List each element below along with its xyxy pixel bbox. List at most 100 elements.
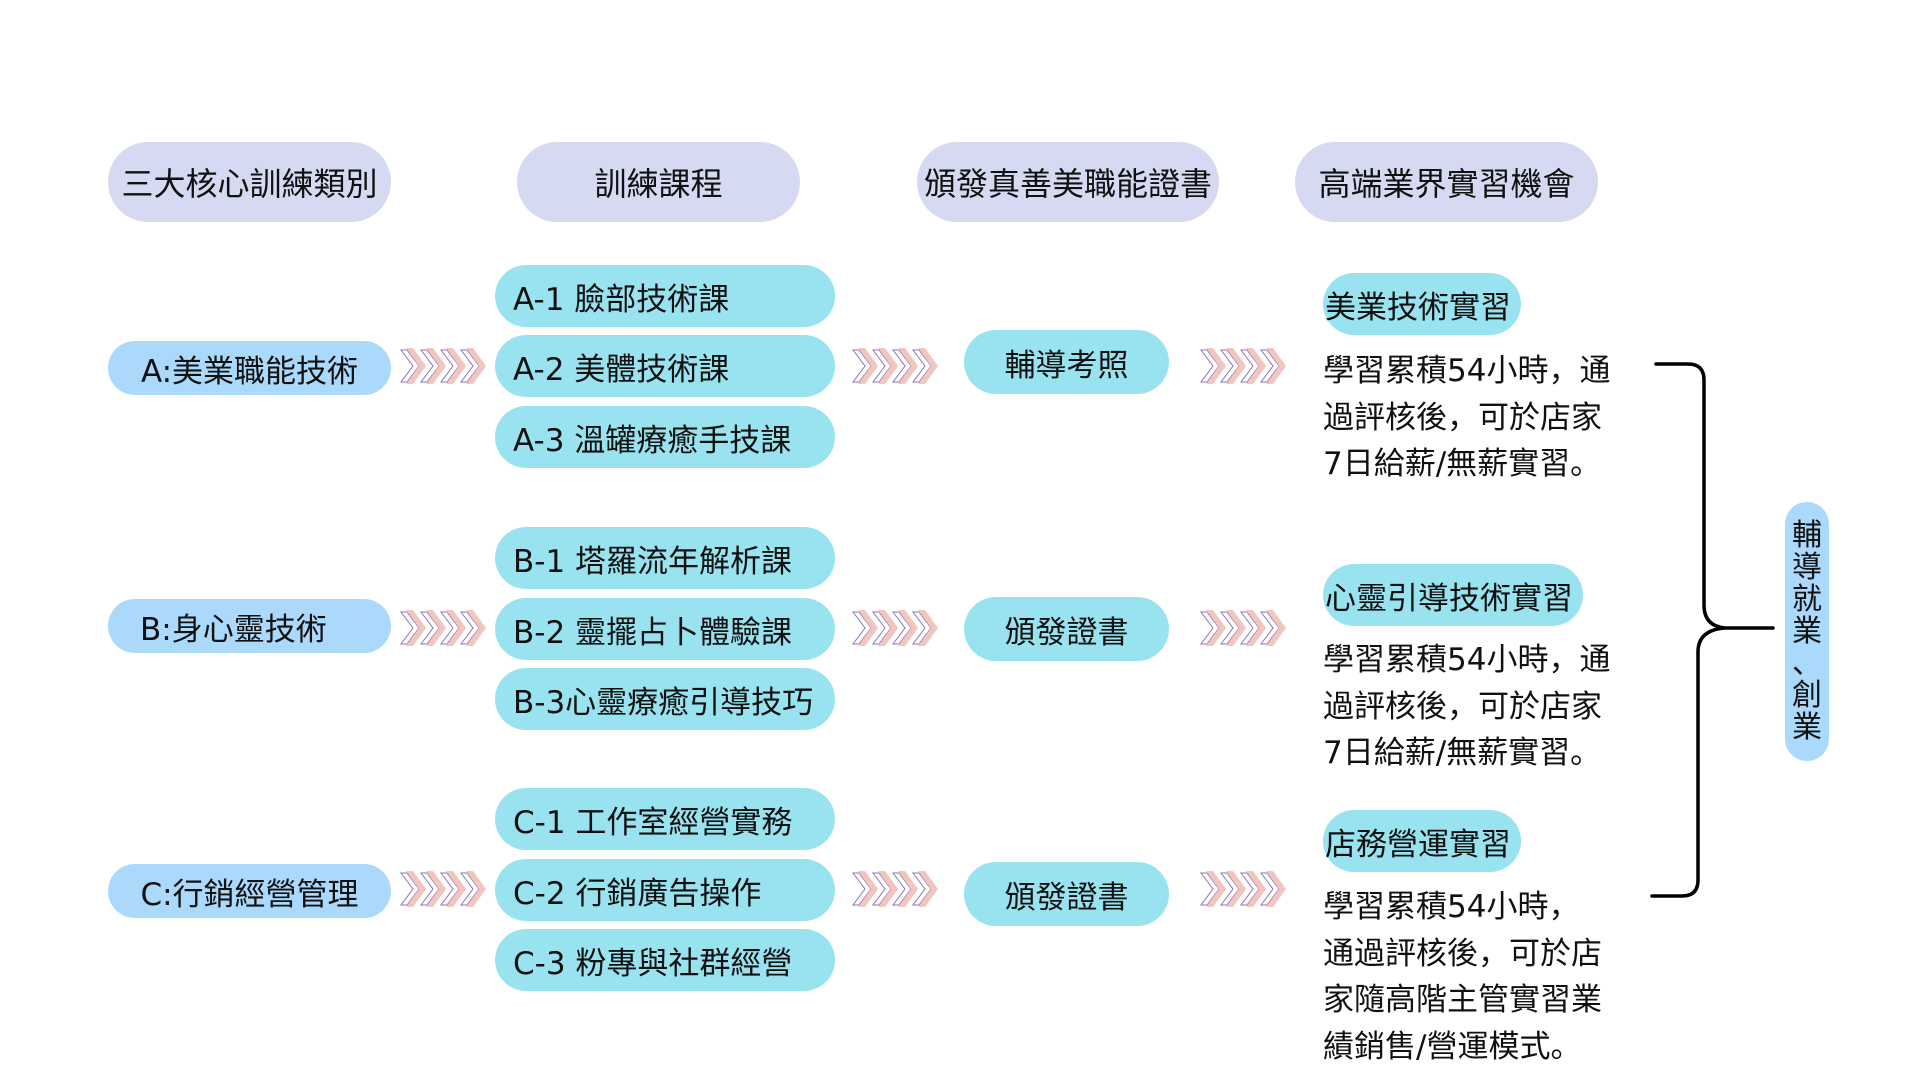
chevron-outline: [420, 611, 440, 645]
chevron-fill: [858, 348, 878, 384]
desc-line: 過評核後，可於店家: [1323, 688, 1602, 725]
chevron-outline: [1220, 611, 1240, 645]
header-training-category: 三大核心訓練類別: [108, 142, 391, 222]
chevron-fill: [858, 871, 878, 907]
chevron-fill: [1206, 348, 1226, 384]
chevron-outline: [1260, 349, 1280, 383]
course-b-3: B-3心靈療癒引導技巧: [495, 668, 835, 730]
chevron-fill: [858, 610, 878, 646]
chevron-fill: [466, 871, 486, 907]
category-c: C:行銷經營管理: [108, 864, 391, 918]
chevron-fill: [878, 348, 898, 384]
chevron-outline: [460, 349, 480, 383]
outcome-char: 、: [1792, 645, 1822, 681]
chevron-fill: [426, 871, 446, 907]
chevron-fill: [918, 871, 938, 907]
desc-line: 7日給薪/無薪實習。: [1323, 735, 1602, 771]
chevron-right-quad-icon: [1200, 348, 1286, 384]
chevron-right-quad-icon: [400, 610, 486, 646]
chevron-outline: [1220, 872, 1240, 906]
course-c-3: C-3 粉專與社群經營: [495, 929, 835, 991]
chevron-outline: [1260, 611, 1280, 645]
chevron-outline: [892, 349, 912, 383]
desc-line: 學習累積54小時，通: [1323, 353, 1611, 389]
chevron-outline: [852, 872, 872, 906]
chevron-fill: [1226, 610, 1246, 646]
internship-b-title: 心靈引導技術實習: [1323, 564, 1583, 626]
desc-line: 績銷售/營運模式。: [1323, 1028, 1582, 1065]
course-a-2: A-2 美體技術課: [495, 335, 835, 397]
chevron-outline: [912, 349, 932, 383]
chevron-fill: [1206, 610, 1226, 646]
internship-c-title: 店務營運實習: [1323, 810, 1521, 872]
course-a-3: A-3 溫罐療癒手技課: [495, 406, 835, 468]
course-b-1: B-1 塔羅流年解析課: [495, 527, 835, 589]
desc-line: 7日給薪/無薪實習。: [1323, 446, 1602, 482]
chevron-right-quad-icon: [1200, 610, 1286, 646]
chevron-right-quad-icon: [400, 348, 486, 384]
chevron-outline: [440, 349, 460, 383]
chevron-outline: [872, 611, 892, 645]
chevron-fill: [898, 610, 918, 646]
chevron-fill: [878, 610, 898, 646]
chevron-fill: [1246, 348, 1266, 384]
header-certificate: 頒發真善美職能證書: [917, 142, 1219, 222]
chevron-fill: [918, 348, 938, 384]
outcome-char: 輔: [1792, 517, 1822, 553]
chevron-outline: [1220, 349, 1240, 383]
course-c-2: C-2 行銷廣告操作: [495, 859, 835, 921]
chevron-outline: [1240, 349, 1260, 383]
certificate-b: 頒發證書: [964, 597, 1169, 661]
chevron-outline: [852, 349, 872, 383]
course-b-2: B-2 靈擺占卜體驗課: [495, 598, 835, 660]
chevron-fill: [1266, 871, 1286, 907]
chevron-fill: [466, 348, 486, 384]
chevron-outline: [1240, 872, 1260, 906]
chevron-outline: [400, 349, 420, 383]
chevron-outline: [400, 611, 420, 645]
chevron-right-quad-icon: [852, 610, 938, 646]
category-a: A:美業職能技術: [108, 341, 391, 395]
chevron-right-quad-icon: [852, 348, 938, 384]
chevron-outline: [1260, 872, 1280, 906]
chevron-outline: [892, 872, 912, 906]
chevron-outline: [912, 611, 932, 645]
certificate-a: 輔導考照: [964, 330, 1169, 394]
chevron-outline: [460, 872, 480, 906]
chevron-outline: [1200, 611, 1220, 645]
header-internship: 高端業界實習機會: [1295, 142, 1598, 222]
chevron-outline: [440, 872, 460, 906]
chevron-outline: [852, 611, 872, 645]
chevron-fill: [918, 610, 938, 646]
chevron-fill: [1266, 348, 1286, 384]
chevron-outline: [1200, 872, 1220, 906]
internship-c-description: 學習累積54小時， 通過評核後，可於店 家隨高階主管實習業 績銷售/營運模式。: [1323, 884, 1602, 1070]
certificate-c: 頒發證書: [964, 862, 1169, 926]
chevron-fill: [1226, 871, 1246, 907]
chevron-outline: [1200, 349, 1220, 383]
chevron-outline: [872, 872, 892, 906]
chevron-fill: [426, 610, 446, 646]
chevron-fill: [1266, 610, 1286, 646]
outcome-char: 業: [1792, 709, 1822, 745]
chevron-fill: [406, 871, 426, 907]
internship-b-description: 學習累積54小時，通 過評核後，可於店家 7日給薪/無薪實習。: [1323, 637, 1610, 777]
chevron-fill: [1246, 871, 1266, 907]
chevron-outline: [440, 611, 460, 645]
chevron-outline: [1240, 611, 1260, 645]
outcome-char: 創: [1792, 677, 1822, 713]
desc-line: 通過評核後，可於店: [1323, 935, 1602, 972]
chevron-outline: [892, 611, 912, 645]
chevron-right-quad-icon: [400, 871, 486, 907]
chevron-right-quad-icon: [1200, 871, 1286, 907]
chevron-outline: [400, 872, 420, 906]
chevron-fill: [426, 348, 446, 384]
outcome-employment-entrepreneurship: 輔導就業、創業: [1785, 502, 1829, 761]
chevron-fill: [466, 610, 486, 646]
chevron-fill: [446, 871, 466, 907]
desc-line: 學習累積54小時，通: [1323, 642, 1611, 678]
outcome-char: 就: [1792, 581, 1822, 617]
desc-line: 過評核後，可於店家: [1323, 399, 1602, 436]
chevron-outline: [420, 872, 440, 906]
outcome-char: 業: [1792, 613, 1822, 649]
